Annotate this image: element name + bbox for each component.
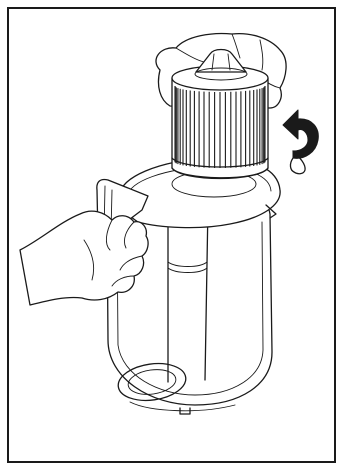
cylindrical-pleated-filter: [172, 66, 268, 179]
rotate-counterclockwise-arrow-icon: [283, 110, 318, 174]
lower-hand: [20, 211, 148, 305]
